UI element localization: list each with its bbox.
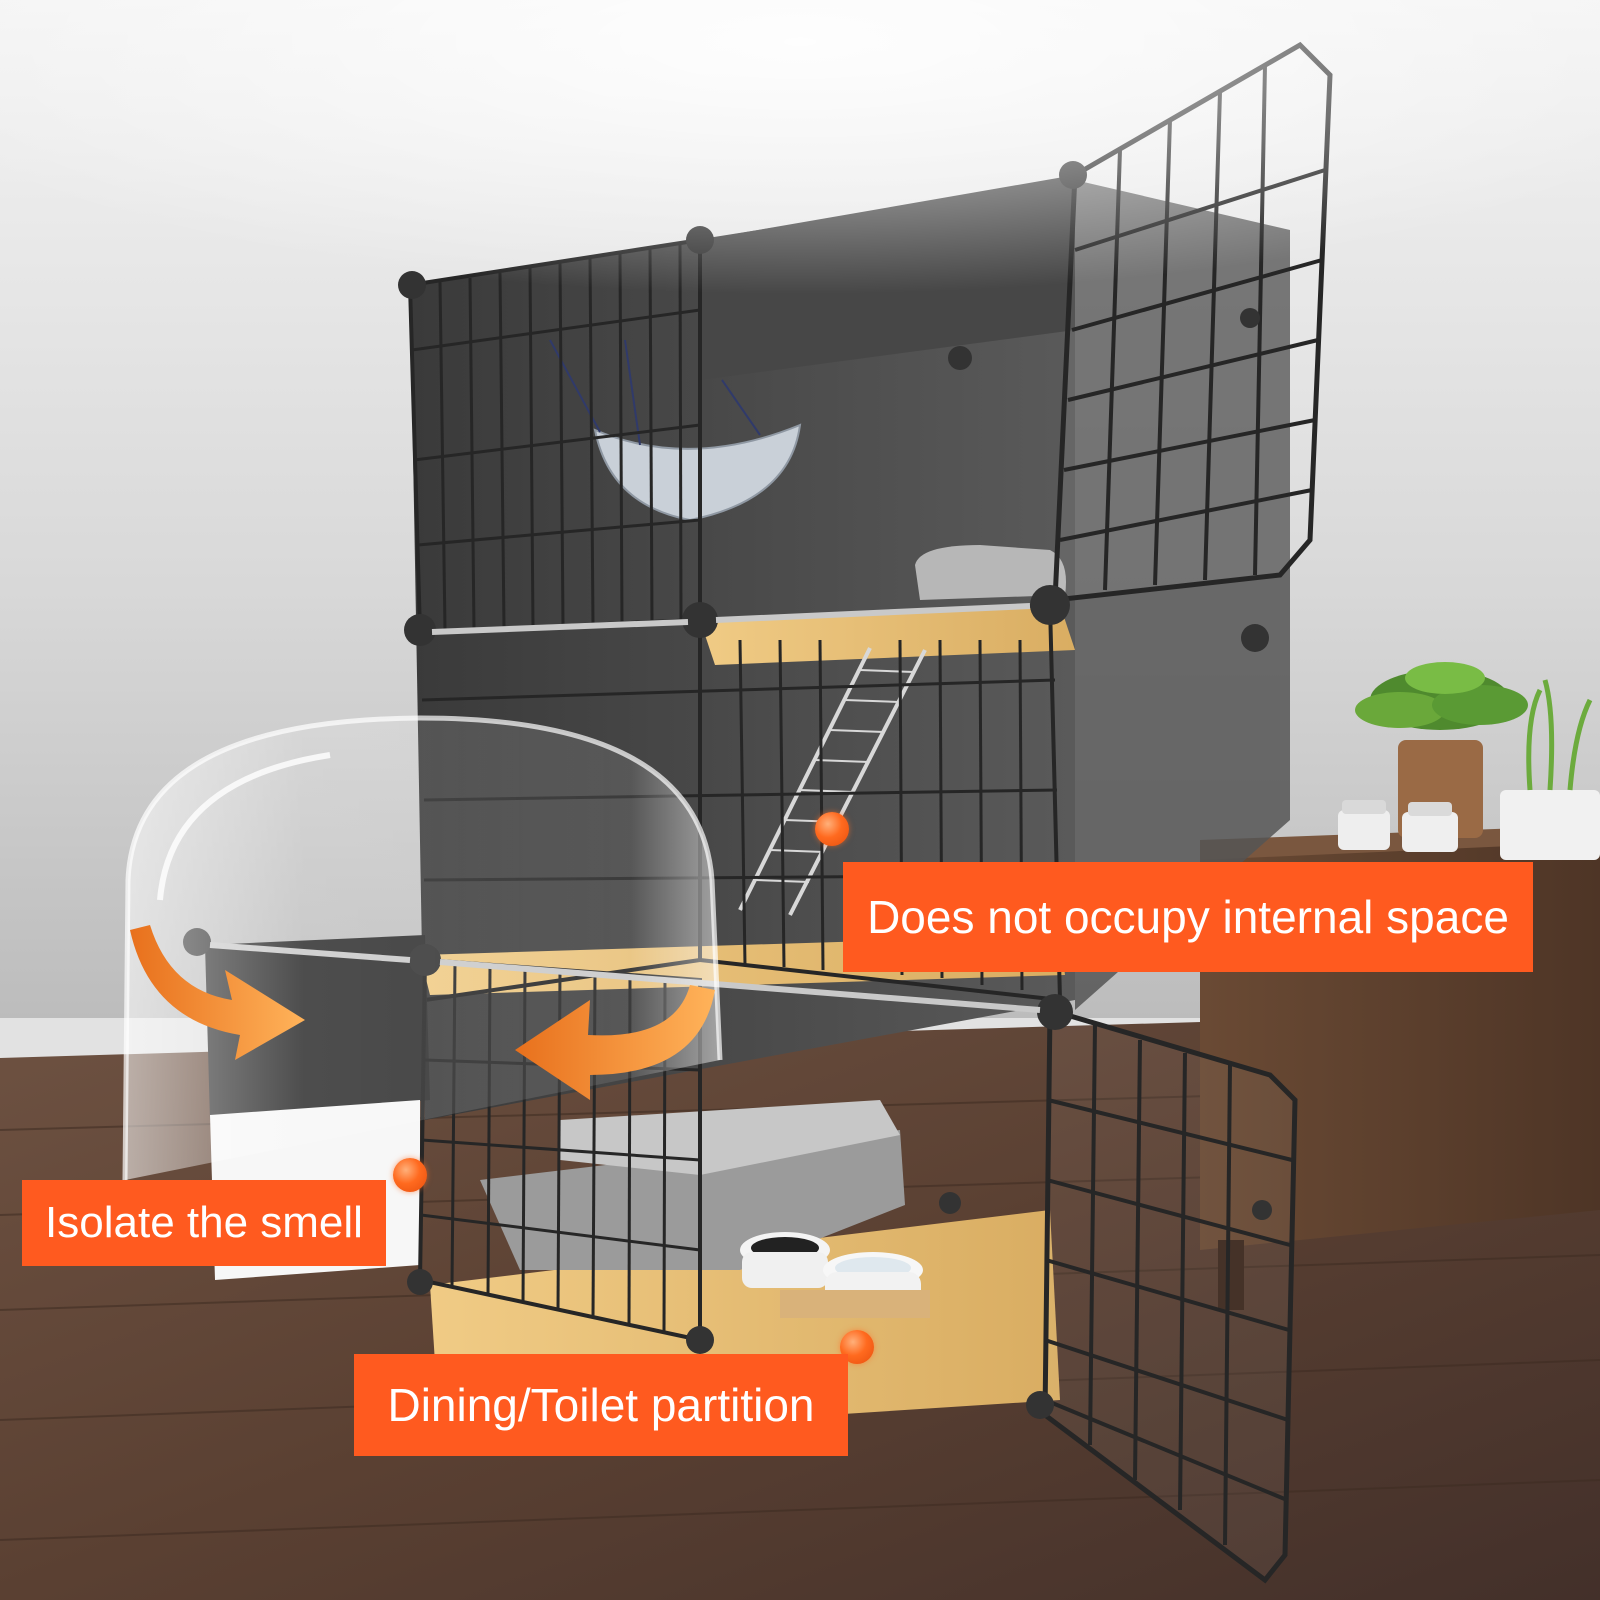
ladder: [738, 647, 927, 916]
callout-isolate-smell: Isolate the smell: [22, 1180, 386, 1266]
callout-internal-space: Does not occupy internal space: [843, 862, 1533, 972]
hammock: [593, 423, 802, 522]
dome-highlight: [157, 752, 331, 901]
cat-bed: [915, 545, 1066, 600]
top-haze: [0, 0, 1600, 420]
grass-plant: [1500, 679, 1600, 860]
hotspot-smell-dot: [393, 1158, 427, 1192]
potted-plant: [1355, 662, 1528, 838]
open-lower-door: [1042, 1006, 1298, 1584]
food-bowls: [740, 1232, 930, 1318]
right-arrow-icon: [515, 985, 715, 1100]
airflow-arrows: [130, 925, 715, 1100]
callout-partition: Dining/Toilet partition: [354, 1354, 848, 1456]
left-arrow-icon: [130, 925, 305, 1060]
jars: [1338, 800, 1458, 852]
hotspot-ladder-dot: [815, 812, 849, 846]
